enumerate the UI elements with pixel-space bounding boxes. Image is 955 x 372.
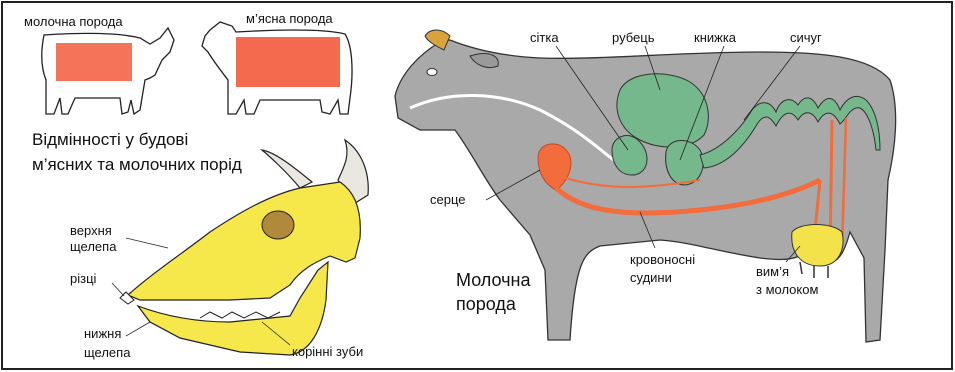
label-dairy-breed-small: молочна порода [24, 14, 123, 29]
label-udder-line1: вим’я [756, 264, 789, 279]
meat-area-highlight [236, 37, 340, 87]
leader-incisors [112, 283, 124, 296]
label-incisors: різці [70, 271, 97, 286]
meat-cow-small-illustration [202, 22, 352, 114]
skull-eye-socket [262, 211, 294, 239]
label-abomasum: сичуг [790, 30, 822, 45]
label-rumen: рубець [612, 30, 655, 45]
label-blood-vessels-line2: судини [630, 270, 672, 285]
label-lower-jaw-line2: щелепа [84, 345, 131, 360]
label-molars: корінні зуби [292, 344, 363, 359]
stomach-omasum [666, 140, 704, 185]
dairy-cow-small-illustration [42, 28, 174, 114]
label-omasum: книжка [694, 30, 737, 45]
label-upper-jaw-line2: щелепа [70, 239, 117, 254]
label-udder-line2: з молоком [756, 282, 818, 297]
differences-title-line1: Відмінності у будові [32, 130, 188, 149]
label-dairy-breed-large-line2: порода [456, 294, 517, 314]
label-lower-jaw-line1: нижня [84, 326, 121, 341]
label-heart: серце [430, 192, 466, 207]
cow-eye [427, 69, 437, 76]
differences-title-line2: м’ясних та молочних порід [32, 155, 242, 174]
label-blood-vessels-line1: кровоносні [630, 252, 695, 267]
label-meat-breed-small: м’ясна порода [246, 11, 333, 26]
skull-horn-left [262, 150, 312, 188]
skull-molar-teeth [200, 312, 280, 318]
leader-upper-jaw [126, 238, 168, 248]
label-upper-jaw-line1: верхня [70, 223, 112, 238]
label-dairy-breed-large-line1: Молочна [456, 270, 531, 290]
dairy-meat-area-highlight [56, 43, 132, 81]
label-reticulum: сітка [530, 30, 559, 45]
cow-udder [792, 225, 843, 267]
leader-lower-jaw [126, 322, 150, 336]
